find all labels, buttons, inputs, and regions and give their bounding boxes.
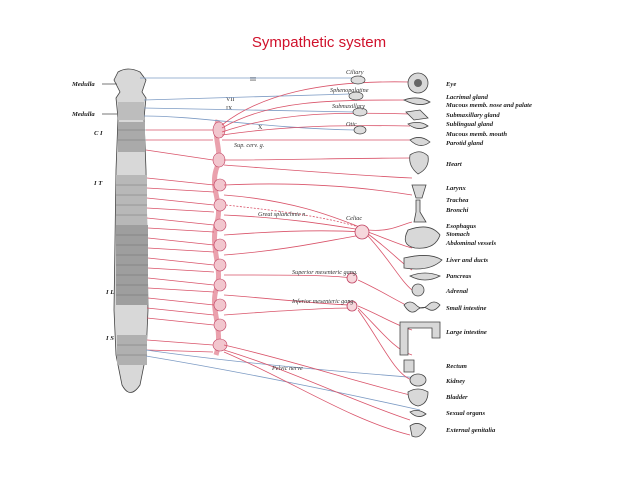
rectum-shape — [403, 359, 415, 373]
organ-labels: Eye Lacrimal gland Mucous memb. nose and… — [445, 81, 532, 434]
spinal-cord — [113, 68, 149, 393]
pancreas-shape — [409, 272, 441, 281]
spine-label-medulla-lower: Medulla — [71, 111, 95, 118]
organ-label: Liver and ducts — [445, 257, 489, 264]
organ-label: Trachea — [446, 197, 469, 204]
trachea-shape — [413, 199, 427, 223]
label-sup-cerv: Sup. cerv. g. — [234, 142, 264, 149]
parasympathetic-fibers — [140, 77, 421, 411]
larynx-shape — [411, 184, 427, 199]
lacrimal-gland-shape — [402, 97, 431, 105]
organ-label: Lacrimal gland — [445, 94, 489, 101]
cranial-ganglia — [348, 75, 368, 135]
organ-label: Esophagus — [445, 223, 476, 230]
organ-label: Sexual organs — [446, 410, 485, 417]
organ-label: Kidney — [445, 378, 465, 385]
label-celiac: Celiac — [346, 215, 362, 222]
organ-label: Eye — [445, 81, 456, 88]
organ-label: External genitalia — [445, 427, 496, 434]
nose-shape — [405, 109, 429, 121]
large-intestine-shape — [399, 321, 441, 356]
organ-label: Bronchi — [445, 207, 469, 214]
organ-label: Bladder — [445, 394, 468, 401]
kidney-shape — [409, 373, 427, 387]
sympathetic-chain — [212, 119, 228, 356]
label-sup-mesenteric: Superior mesenteric gang. — [292, 269, 357, 276]
label-sphenopalatine: Sphenopalatine — [330, 87, 369, 94]
organ-label: Small intestine — [446, 305, 487, 312]
label-great-splanchnic: Great splanchnic n. — [258, 211, 307, 218]
organ-label: Sublingual gland — [446, 121, 494, 128]
adrenal-shape — [411, 283, 425, 297]
label-ciliary: Ciliary — [346, 69, 364, 76]
spine-label-s1: I S — [105, 335, 114, 342]
cranial-code-7: VII — [226, 97, 234, 103]
parotid-shape — [409, 137, 431, 146]
slide-title: Sympathetic system — [251, 34, 387, 51]
submax-shape — [407, 122, 429, 129]
small-intestine-shape — [403, 301, 441, 313]
label-pelvic-nerve: Pelvic nerve — [271, 365, 303, 372]
organ-label: Rectum — [445, 363, 467, 370]
organ-shapes — [399, 72, 443, 438]
organ-label: Pancreas — [446, 273, 472, 280]
bladder-shape — [407, 388, 429, 407]
organ-label: Submaxillary gland — [446, 112, 500, 119]
spine-label-t1: I T — [93, 180, 103, 187]
cranial-code-3: III — [250, 77, 256, 83]
organ-label: Abdominal vessels — [445, 240, 496, 247]
organ-label: Parotid gland — [446, 140, 484, 147]
organ-label: Mucous memb. nose and palate — [445, 102, 532, 109]
sexual-organ-shape — [409, 410, 427, 417]
label-inf-mesenteric: Inferior mesenteric gang. — [291, 298, 355, 305]
label-otic: Otic — [346, 121, 357, 128]
heart-shape — [409, 151, 429, 175]
organ-label: Heart — [445, 161, 462, 168]
organ-label: Stomach — [446, 231, 470, 238]
cranial-code-10: X — [258, 125, 263, 131]
preganglionic-fibers — [145, 129, 215, 353]
label-submaxillary: Submaxillary — [332, 103, 365, 110]
organ-label: Adrenal — [445, 288, 468, 295]
spine-label-c1: C I — [94, 130, 103, 137]
postganglionic-fibers — [221, 81, 413, 436]
plexus-ganglia — [346, 224, 370, 312]
organ-label: Large intestine — [445, 329, 487, 336]
genitalia-shape — [409, 423, 427, 438]
stomach-shape — [404, 226, 441, 249]
liver-shape — [403, 255, 443, 270]
organ-label: Larynx — [445, 185, 466, 192]
spine-label-medulla-upper: Medulla — [71, 81, 95, 88]
cranial-code-9: IX — [226, 106, 233, 112]
organ-label: Mucous memb. mouth — [445, 131, 507, 138]
spine-label-l1: I L — [105, 289, 114, 296]
